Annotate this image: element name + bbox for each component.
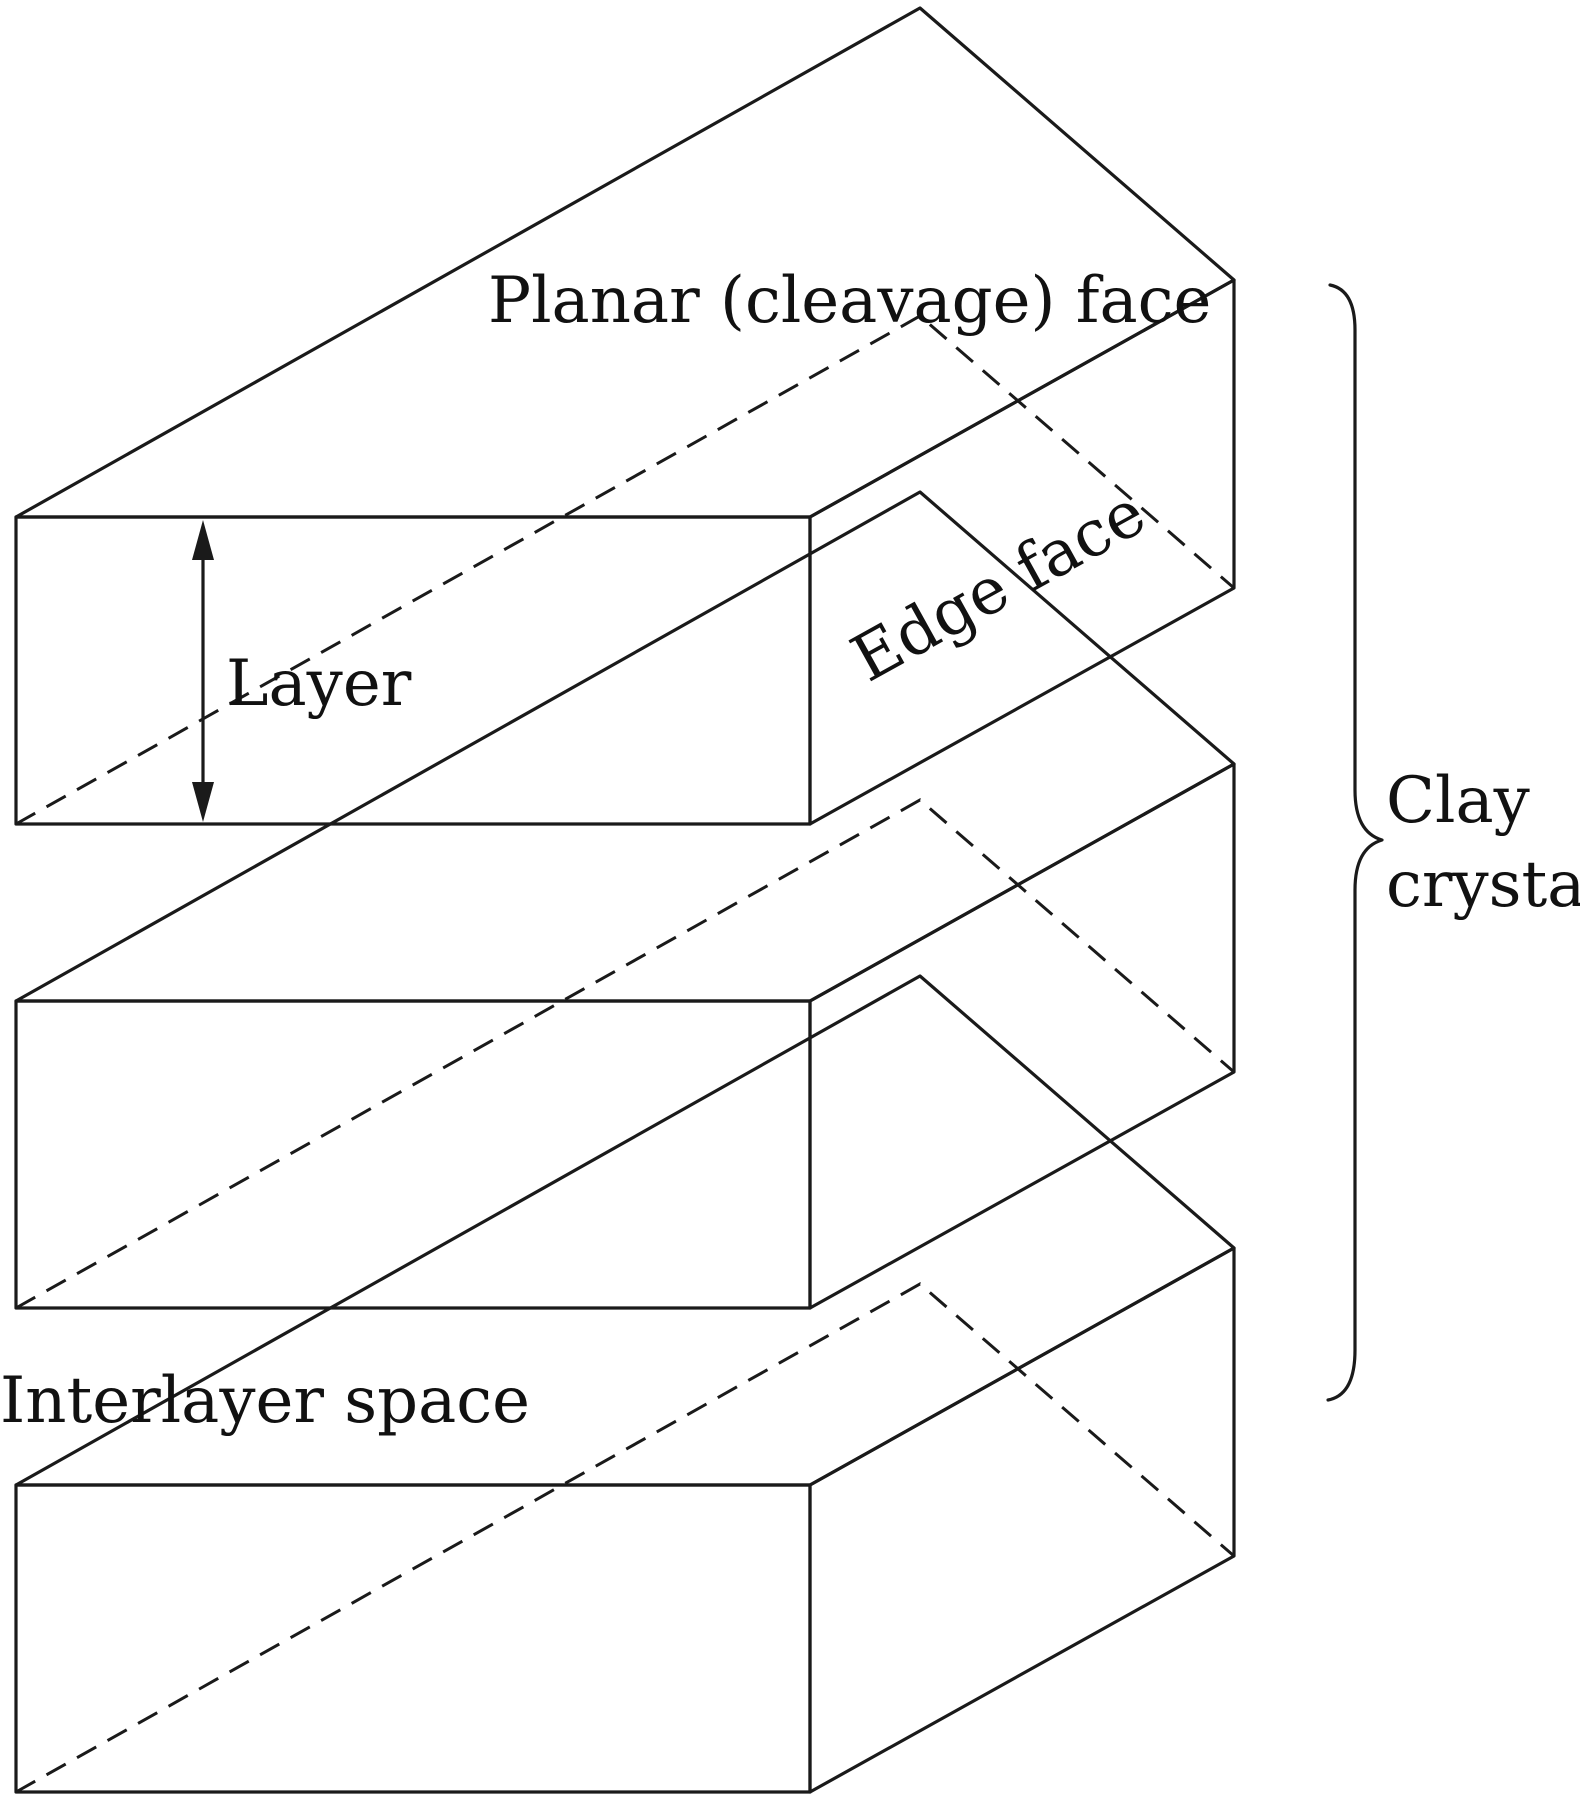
- layer-top-hidden-edges: [15, 314, 1235, 826]
- layer-bottom-hidden-edges: [15, 1282, 1235, 1794]
- layer-middle-edge-face: [808, 762, 1236, 1310]
- layer-label: Layer: [226, 647, 412, 721]
- layer-block-middle: [14, 490, 1236, 1310]
- layer-top-planar-face: [14, 6, 1236, 519]
- clay-crystal-brace: [1326, 283, 1384, 1402]
- layer-bottom-edge-face: [808, 1246, 1236, 1794]
- layer-thickness-arrow: [192, 520, 214, 822]
- clay-crystal-label-line2: crystal: [1386, 848, 1580, 922]
- arrow-head-up: [192, 520, 214, 560]
- clay-crystal-label-line1: Clay: [1386, 764, 1530, 838]
- interlayer-space-label: Interlayer space: [0, 1364, 530, 1438]
- layer-middle-hidden-edges: [15, 798, 1235, 1310]
- layer-bottom-front-face: [14, 1483, 812, 1794]
- arrow-head-down: [192, 782, 214, 822]
- layer-block-top: [14, 6, 1236, 826]
- planar-face-label: Planar (cleavage) face: [488, 264, 1211, 338]
- layer-block-bottom: [14, 974, 1236, 1794]
